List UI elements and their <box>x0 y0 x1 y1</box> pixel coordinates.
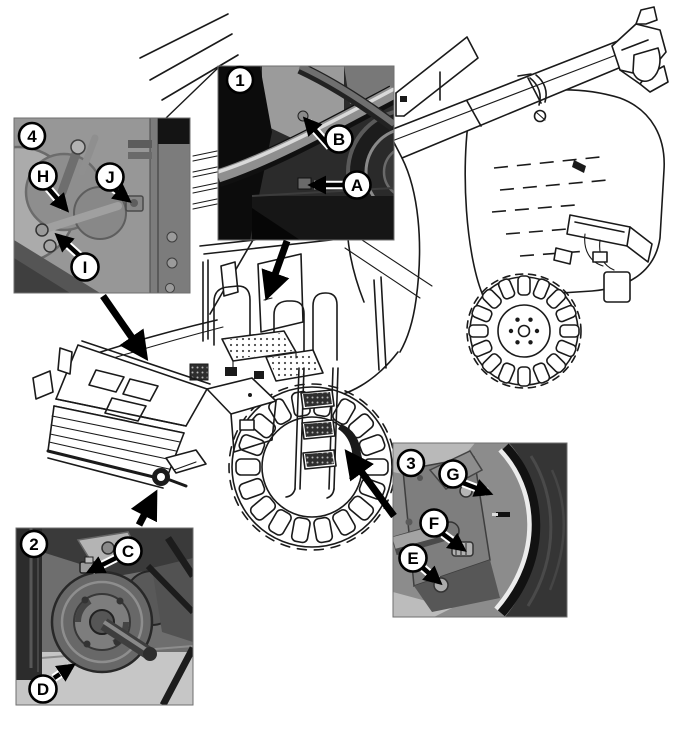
callout-F-label: F <box>429 514 439 533</box>
callout-C-label: C <box>122 542 134 561</box>
inset-4-number: 4 <box>27 127 37 146</box>
inset2-location-arrow <box>130 489 158 527</box>
callout-E-label: E <box>407 549 418 568</box>
handrail-hoop <box>213 285 251 346</box>
inset-photo-2 <box>15 527 194 706</box>
inset-1-number-badge: 1 <box>225 65 255 95</box>
callout-E: E <box>398 543 443 586</box>
platform-tread <box>224 333 293 359</box>
handrail-hoop <box>312 292 338 361</box>
access-ladder <box>285 367 339 499</box>
inset-photo-1 <box>217 65 395 241</box>
auger-spout <box>611 6 669 93</box>
inset-3-number: 3 <box>406 454 415 473</box>
inset-2-number-badge: 2 <box>19 529 49 559</box>
rear-bumper <box>553 214 653 303</box>
callout-B: B <box>302 116 354 154</box>
handrail-hoop <box>273 300 305 361</box>
callout-H: H <box>28 161 70 213</box>
rear-wheel <box>466 273 582 389</box>
inset-2-number: 2 <box>29 535 38 554</box>
callout-J-label: J <box>105 168 114 187</box>
inset-4-number-badge: 4 <box>17 121 47 151</box>
inset4-to-inset1-leader-line <box>164 65 221 120</box>
callout-G: G <box>438 459 494 497</box>
platform-tread <box>268 352 320 379</box>
inset-3-number-badge: 3 <box>396 448 426 478</box>
callout-A: A <box>307 170 372 200</box>
callout-G-label: G <box>446 465 459 484</box>
callout-I-label: I <box>83 258 88 277</box>
callout-J: J <box>95 162 132 203</box>
callout-A-label: A <box>351 176 363 195</box>
mirror <box>220 261 239 297</box>
inset4-location-arrow <box>100 294 149 362</box>
callout-I: I <box>54 232 100 282</box>
mud-flap <box>603 271 631 303</box>
inset-1-number: 1 <box>235 71 244 90</box>
inset1-location-arrow <box>261 239 291 301</box>
callout-B-label: B <box>333 130 345 149</box>
callout-D: D <box>28 663 76 704</box>
callout-H-label: H <box>37 167 49 186</box>
callout-C: C <box>85 536 143 574</box>
grain-header <box>32 340 211 489</box>
callout-F: F <box>419 508 467 552</box>
body-panels <box>321 89 665 400</box>
callout-D-label: D <box>37 680 49 699</box>
chassis-frame <box>206 377 277 453</box>
inset3-location-arrow <box>344 449 397 519</box>
inset-photo-4 <box>13 117 191 294</box>
combine-line-art <box>32 6 669 551</box>
location-arrows <box>100 239 397 527</box>
